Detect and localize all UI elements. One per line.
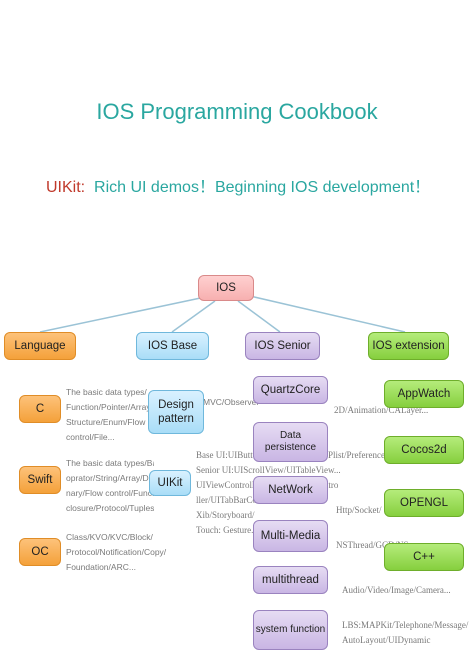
language-oc-desc: Class/KVO/KVC/Block/ Protocol/Notificati…	[66, 530, 186, 575]
category-ios-base: IOS Base	[136, 332, 209, 360]
system-function-desc-2: AutoLayout/UIDynamic	[342, 635, 431, 645]
base-uikit: UIKit	[149, 470, 191, 496]
connector-ios-base	[171, 300, 216, 333]
extension-cocos2d: Cocos2d	[384, 436, 464, 464]
category-ios-extension: IOS extension	[368, 332, 449, 360]
senior-quartzcore: QuartzCore	[253, 376, 328, 404]
system-function-desc-1: LBS:MAPKit/Telephone/Message/	[342, 620, 469, 630]
desc-line: Touch: Gesture...	[196, 525, 258, 535]
language-swift: Swift	[19, 466, 61, 494]
language-oc: OC	[19, 538, 61, 566]
extension-cpp: C++	[384, 543, 464, 571]
extension-opengl: OPENGL	[384, 489, 464, 517]
desc-line: Senior UI:UIScrollView/UITableView...	[196, 465, 341, 475]
design-pattern-desc: MVC/Observer/Delegate/Singleton	[203, 397, 258, 407]
network-desc: Http/Socket/...	[336, 505, 382, 515]
senior-multithread: multithread	[253, 566, 328, 594]
subtitle-text: Rich UI demos！Beginning IOS development！	[85, 179, 431, 196]
connector-ios-senior	[237, 300, 281, 333]
root-node: IOS	[198, 275, 254, 301]
language-swift-desc: The basic data types/Base oprator/String…	[66, 456, 154, 516]
multi-media-desc: NSThread/GCD/NSOperation	[336, 540, 408, 550]
language-c: C	[19, 395, 61, 423]
desc-line: nary/Flow control/Function/	[66, 488, 154, 498]
desc-line: Xib/Storyboard/	[196, 510, 255, 520]
desc-line: closure/Protocol/Tuples...	[66, 503, 154, 513]
desc-line: The basic data types/	[66, 387, 147, 397]
desc-line: ller/UITabBarController/	[196, 495, 286, 505]
extension-appwatch: AppWatch	[384, 380, 464, 408]
quartzcore-desc: 2D/Animation/CALayer...	[334, 405, 429, 415]
page-title: IOS Programming Cookbook	[96, 99, 378, 124]
senior-system-function: system function	[253, 610, 328, 650]
senior-multi-media: Multi-Media	[253, 520, 328, 552]
desc-line: oprator/String/Array/Dictio	[66, 473, 154, 483]
multithread-desc: Audio/Video/Image/Camera...	[342, 585, 451, 595]
category-ios-senior: IOS Senior	[245, 332, 320, 360]
desc-line: Foundation/ARC...	[66, 562, 136, 572]
language-c-desc: The basic data types/ Function/Pointer/A…	[66, 385, 154, 445]
connector-language	[39, 295, 211, 333]
base-design-pattern: Design pattern	[148, 390, 204, 434]
desc-line: The basic data types/Base	[66, 458, 154, 468]
desc-line: Function/Pointer/Array/	[66, 402, 153, 412]
category-language: Language	[4, 332, 76, 360]
senior-network: NetWork	[253, 476, 328, 504]
subtitle: UIKit: Rich UI demos！Beginning IOS devel…	[46, 173, 430, 197]
desc-line: Protocol/Notification/Copy/	[66, 547, 167, 557]
subtitle-keyword: UIKit:	[46, 179, 86, 196]
connector-ios-extension	[249, 295, 406, 333]
senior-data-persistence: Data persistence	[253, 422, 328, 462]
desc-line: Class/KVO/KVC/Block/	[66, 532, 153, 542]
desc-line: Structure/Enum/Flow	[66, 417, 146, 427]
desc-line: control/File...	[66, 432, 115, 442]
